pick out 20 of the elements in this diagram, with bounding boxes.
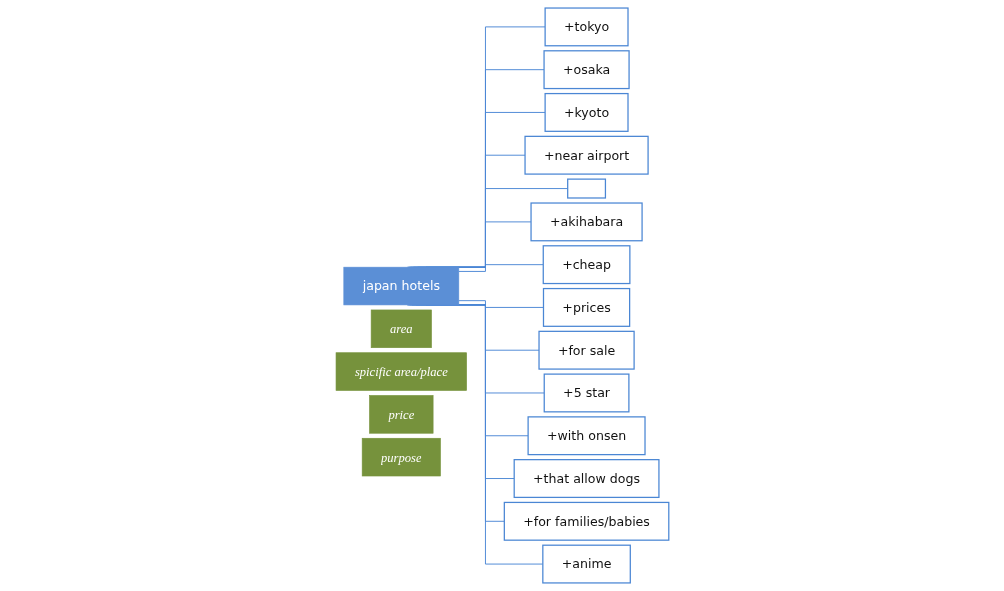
node-box: +tokyo (544, 7, 629, 47)
node-box: +that allow dogs (513, 459, 660, 499)
node-box: +cheap (542, 245, 631, 285)
node-box: price (368, 395, 433, 434)
node-box: +akihabara (530, 202, 643, 242)
node-box: +for sale (537, 330, 635, 370)
node-box: purpose (361, 437, 441, 477)
node-box: area (370, 309, 432, 349)
node-box: +osaka (543, 50, 630, 90)
node-box (566, 178, 606, 199)
node-box: +anime (541, 544, 631, 584)
connector (457, 300, 544, 308)
node-box: +near airport (524, 135, 649, 175)
node-box: +for families/babies (503, 501, 669, 541)
node-box: spicific area/place (335, 352, 467, 391)
node-box: +kyoto (544, 92, 629, 132)
node-box: +5 star (543, 373, 630, 413)
node-box: +with onsen (527, 416, 646, 456)
node-box: japan hotels (343, 266, 459, 306)
node-box: +prices (542, 287, 630, 327)
